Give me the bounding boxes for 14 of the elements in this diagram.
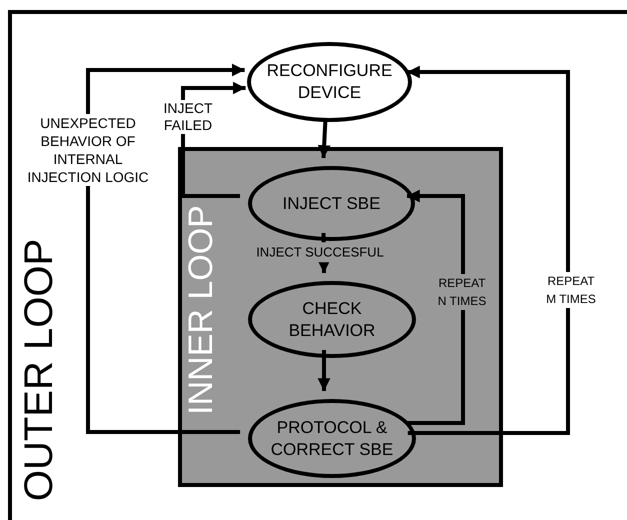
arrow	[86, 64, 245, 434]
edge-label: REPEAT N TIMES	[437, 274, 487, 310]
state-label: INJECT SBE	[282, 192, 382, 214]
loop-title: INNER LOOP	[184, 205, 218, 415]
edge-label: INJECT SUCCESFUL	[256, 242, 384, 262]
inner-loop-panel	[178, 147, 503, 487]
state-label: RECONFIGURE DEVICE	[266, 60, 394, 104]
arrow	[407, 66, 570, 435]
state-label: PROTOCOL & CORRECT SBE	[270, 416, 394, 460]
loop-title: OUTER LOOP	[19, 238, 59, 502]
edge-label: REPEAT M TIMES	[545, 272, 597, 308]
arrow	[406, 190, 465, 425]
state-label: CHECK BEHAVIOR	[288, 298, 376, 342]
arrow	[318, 350, 330, 391]
